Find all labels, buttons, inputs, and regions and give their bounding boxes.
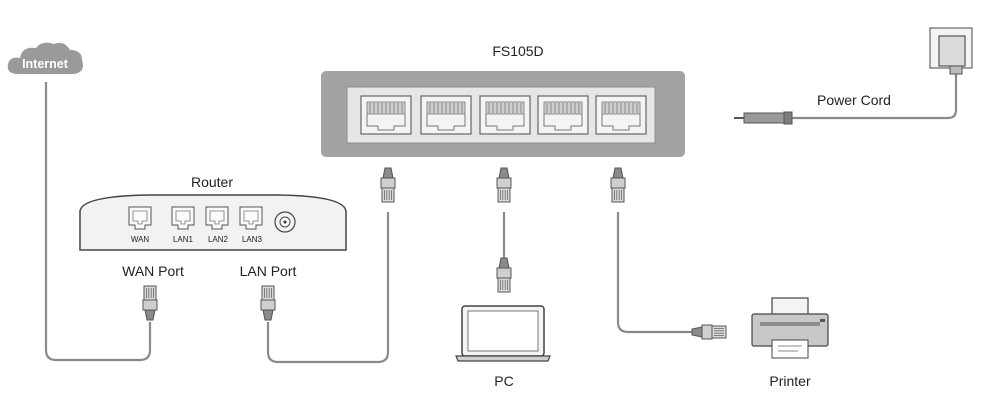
switch-port-1 bbox=[360, 95, 412, 135]
router-port-label-lan2: LAN2 bbox=[208, 235, 229, 244]
power-cord-label: Power Cord bbox=[817, 92, 891, 108]
router-port-label-wan: WAN bbox=[131, 235, 150, 244]
internet-to-wan-cable bbox=[44, 82, 152, 362]
power-adapter: Power Cord bbox=[734, 27, 973, 125]
router-port-label-lan3: LAN3 bbox=[242, 235, 263, 244]
switch-plug-printer bbox=[610, 167, 626, 203]
switch-name-label: FS105D bbox=[492, 43, 543, 59]
switch-device: FS105D bbox=[321, 43, 685, 157]
power-plug-icon bbox=[734, 111, 793, 125]
switch-port-3 bbox=[479, 95, 531, 135]
pc-laptop-icon: PC bbox=[455, 257, 551, 389]
lan-port-label: LAN Port bbox=[240, 263, 297, 279]
router-port-label-lan1: LAN1 bbox=[173, 235, 194, 244]
internet-label: Internet bbox=[22, 57, 69, 71]
wan-cable-plug bbox=[142, 285, 158, 321]
switch-port-4 bbox=[537, 95, 589, 135]
router-lan-to-switch-cable bbox=[266, 212, 390, 364]
internet-cloud: Internet bbox=[7, 42, 83, 74]
switch-plug-pc bbox=[496, 167, 512, 203]
printer-label: Printer bbox=[769, 373, 811, 389]
switch-port-5 bbox=[595, 95, 647, 135]
switch-to-printer-cable bbox=[616, 212, 702, 334]
power-cord-cable bbox=[790, 72, 958, 120]
pc-cable-plug bbox=[496, 257, 512, 293]
switch-port-2 bbox=[420, 95, 472, 135]
printer-icon: Printer bbox=[691, 297, 829, 389]
router-power-jack bbox=[274, 211, 296, 233]
lan-cable-plug bbox=[260, 285, 276, 321]
switch-plug-router bbox=[380, 167, 396, 203]
wan-port-label: WAN Port bbox=[122, 263, 184, 279]
router-device: Router WAN LAN1 LAN2 LAN3 bbox=[79, 174, 347, 251]
cables bbox=[44, 72, 958, 364]
router-label: Router bbox=[191, 174, 233, 190]
printer-cable-plug bbox=[691, 324, 727, 340]
pc-label: PC bbox=[494, 373, 513, 389]
